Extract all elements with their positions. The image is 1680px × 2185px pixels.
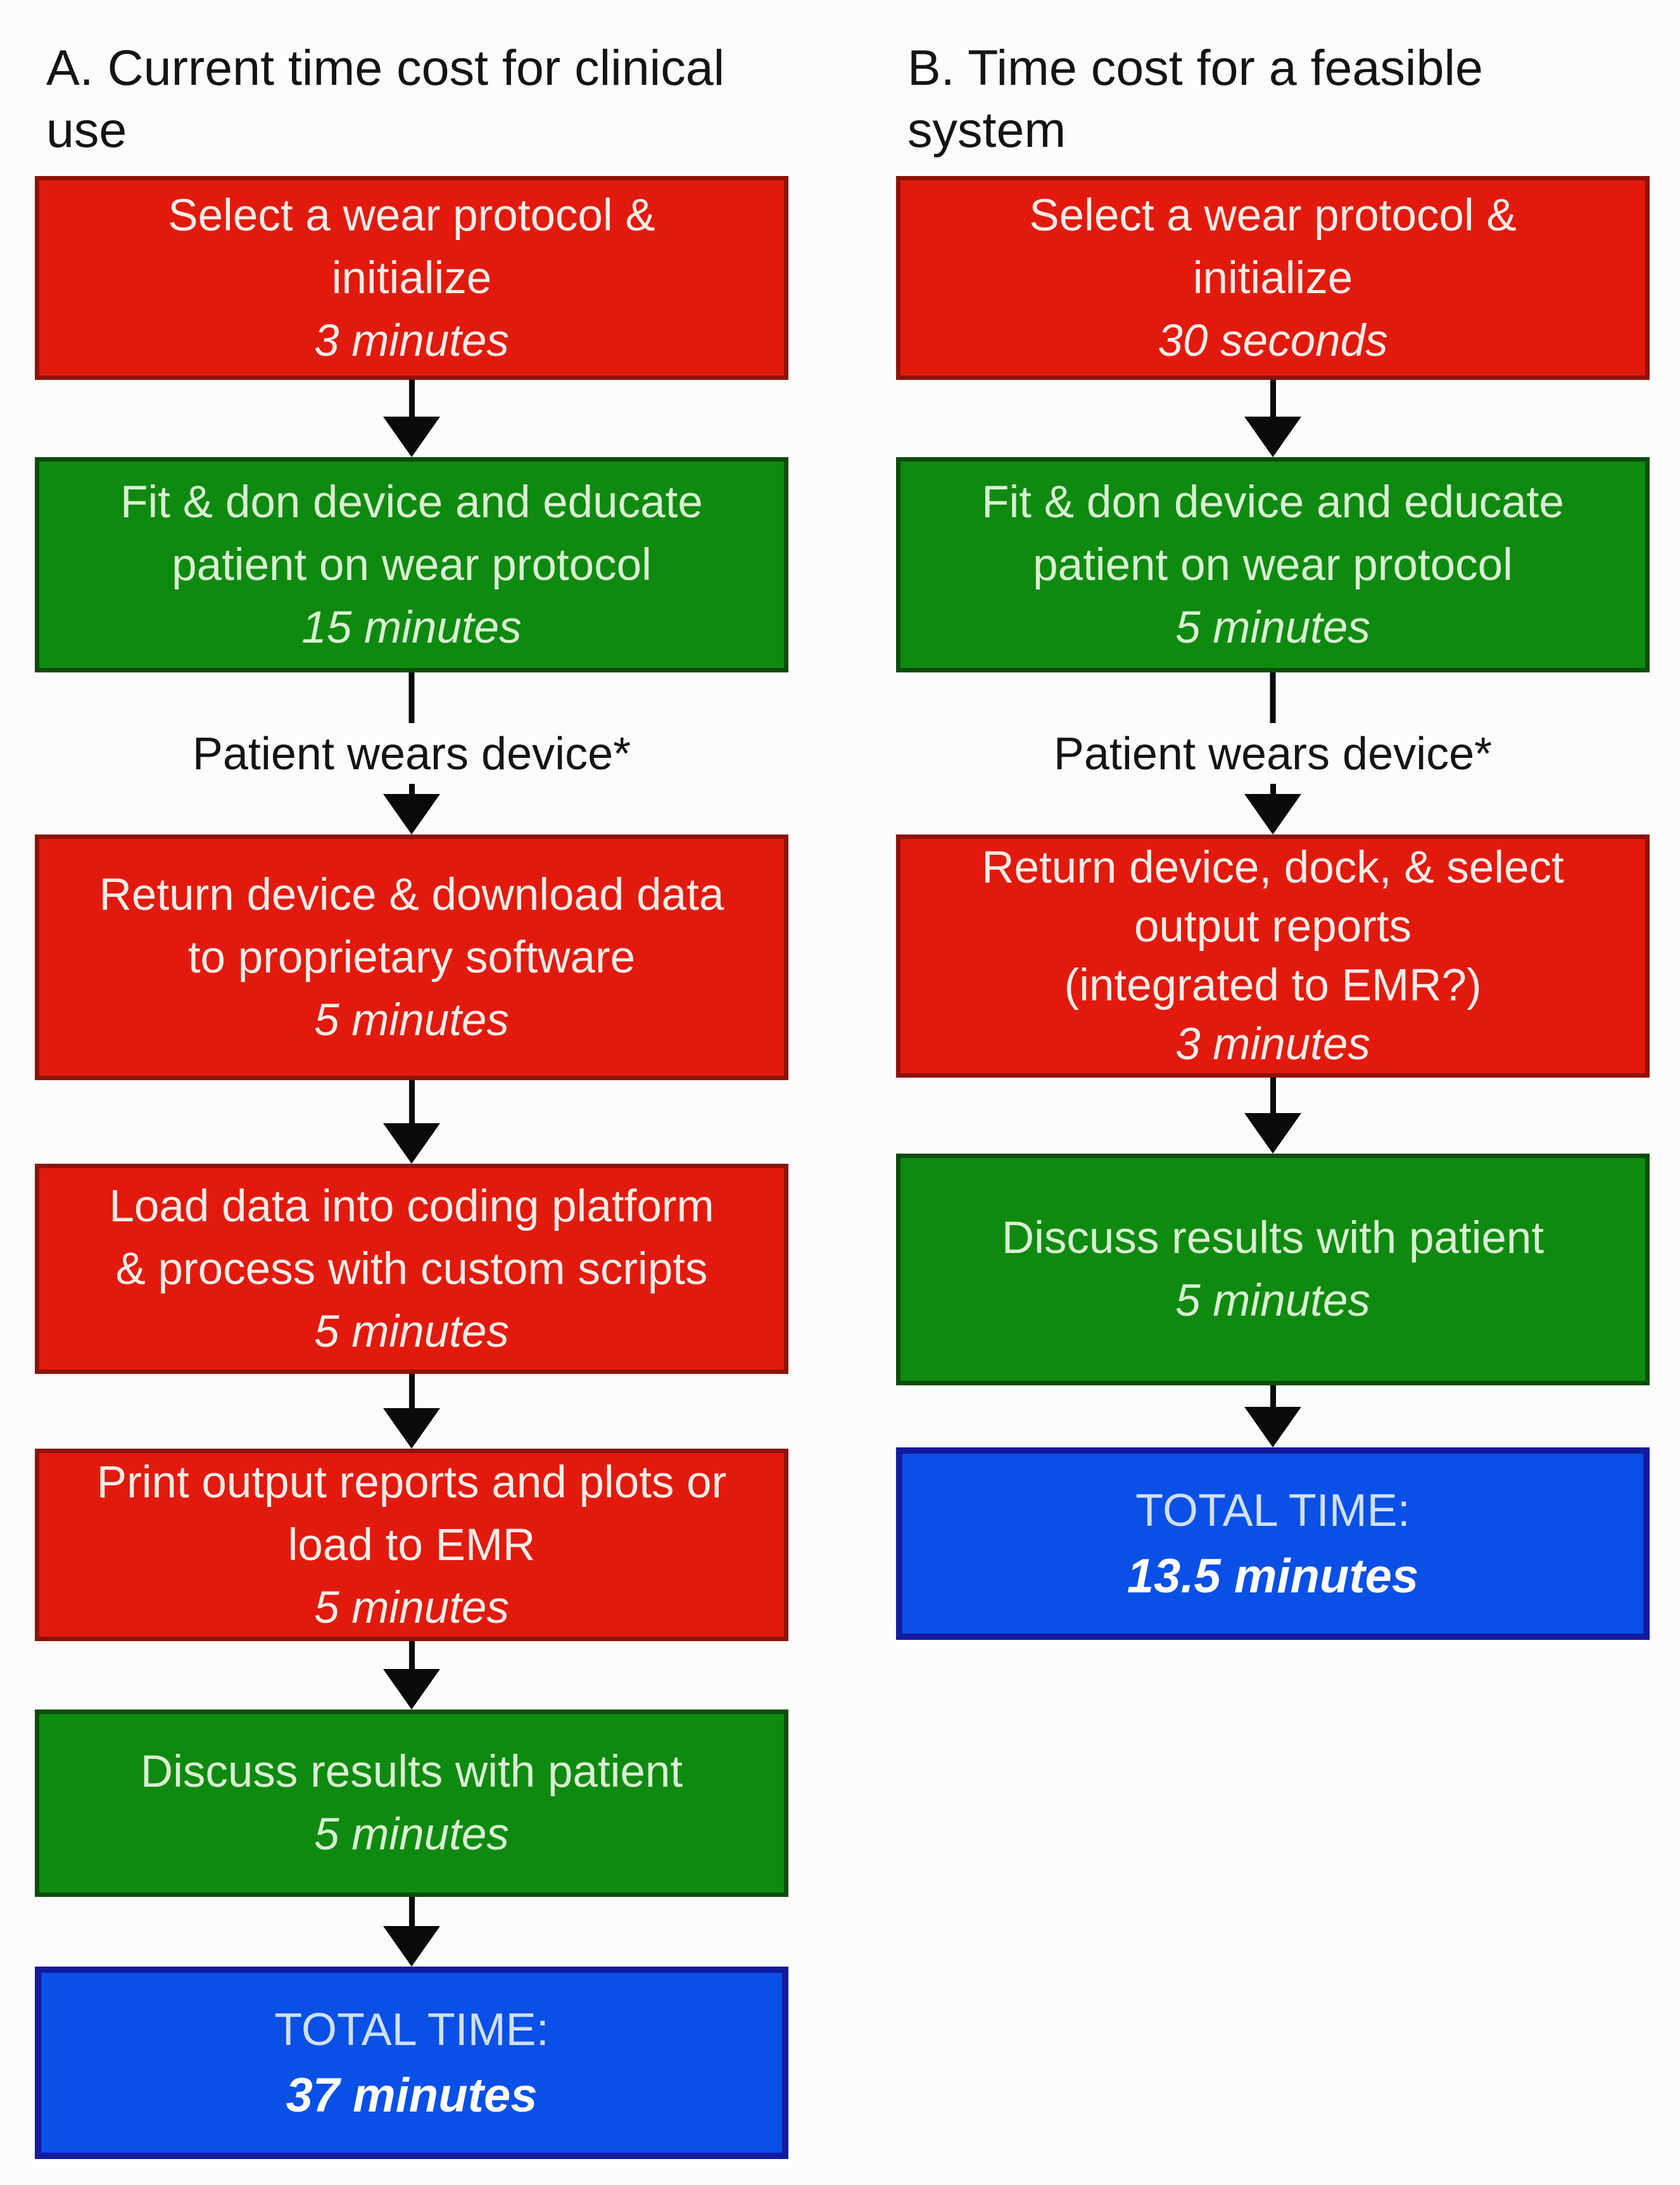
total-time-label: TOTAL TIME: xyxy=(274,2005,549,2055)
step-text: Print output reports and plots or xyxy=(96,1457,727,1508)
step-text: Fit & don device and educate xyxy=(120,477,703,527)
flow-arrow-down xyxy=(1244,784,1301,834)
flow-arrow-down xyxy=(383,1897,440,1967)
total-time-value: 13.5 minutes xyxy=(1127,1549,1419,1603)
step-text: Discuss results with patient xyxy=(1001,1213,1544,1263)
box-b-discuss-results: Discuss results with patient 5 minutes xyxy=(896,1154,1650,1385)
step-text: (integrated to EMR?) xyxy=(1064,960,1482,1011)
step-text: to proprietary software xyxy=(187,932,636,983)
step-time: 3 minutes xyxy=(314,315,509,366)
box-b-select-protocol: Select a wear protocol & initialize 30 s… xyxy=(896,176,1650,380)
flow-arrow-down xyxy=(1244,380,1301,457)
box-b-return-device-dock: Return device, dock, & select output rep… xyxy=(896,834,1650,1078)
column-feasible-workflow: B. Time cost for a feasible system Selec… xyxy=(896,0,1650,2185)
step-text: patient on wear protocol xyxy=(1033,539,1513,590)
panel-a-title: A. Current time cost for clinical use xyxy=(46,37,781,161)
flow-arrow-down xyxy=(1244,1078,1301,1154)
step-text: patient on wear protocol xyxy=(172,539,652,590)
total-time-label: TOTAL TIME: xyxy=(1135,1485,1410,1536)
step-text: Fit & don device and educate xyxy=(982,477,1564,527)
flow-arrow-down xyxy=(383,1374,440,1449)
wear-device-label: Patient wears device* xyxy=(192,729,631,779)
step-text: load to EMR xyxy=(287,1520,536,1570)
flow-arrow-down xyxy=(383,1080,440,1164)
panel-a-title-line1: A. Current time cost for clinical xyxy=(46,39,725,96)
panel-b-title: B. Time cost for a feasible system xyxy=(907,37,1642,161)
box-a-discuss-results: Discuss results with patient 5 minutes xyxy=(35,1710,788,1897)
flow-arrow-down xyxy=(383,380,440,457)
step-time: 5 minutes xyxy=(1175,602,1370,653)
box-a-load-data-coding: Load data into coding platform & process… xyxy=(35,1164,788,1374)
step-text: Discuss results with patient xyxy=(140,1747,683,1797)
step-text: Select a wear protocol & xyxy=(1029,190,1517,241)
box-a-return-device-download: Return device & download data to proprie… xyxy=(35,834,788,1080)
step-text: Return device, dock, & select xyxy=(982,843,1564,893)
panel-b-title-line2: system xyxy=(907,101,1066,158)
box-b-fit-don-device: Fit & don device and educate patient on … xyxy=(896,457,1650,672)
total-time-value: 37 minutes xyxy=(286,2069,538,2122)
flow-line xyxy=(408,672,415,723)
flow-arrow-down xyxy=(383,1641,440,1710)
step-time: 5 minutes xyxy=(1175,1276,1370,1326)
box-a-print-reports: Print output reports and plots or load t… xyxy=(35,1449,788,1641)
step-text: Select a wear protocol & xyxy=(168,190,655,241)
flow-arrow-down xyxy=(383,784,440,834)
step-time: 5 minutes xyxy=(314,1582,509,1633)
step-text: output reports xyxy=(1134,902,1412,952)
box-a-fit-don-device: Fit & don device and educate patient on … xyxy=(35,457,788,672)
step-time: 3 minutes xyxy=(1175,1019,1370,1069)
wear-device-label: Patient wears device* xyxy=(1053,729,1493,779)
step-text: Load data into coding platform xyxy=(109,1181,714,1231)
step-time: 5 minutes xyxy=(314,1306,509,1357)
step-time: 5 minutes xyxy=(314,995,509,1045)
box-b-total-time: TOTAL TIME: 13.5 minutes xyxy=(896,1447,1650,1640)
flow-arrow-down xyxy=(1244,1385,1301,1447)
column-current-workflow: A. Current time cost for clinical use Se… xyxy=(35,0,788,2185)
box-a-total-time: TOTAL TIME: 37 minutes xyxy=(35,1967,788,2159)
step-time: 15 minutes xyxy=(301,602,522,653)
step-time: 30 seconds xyxy=(1158,315,1388,366)
step-time: 5 minutes xyxy=(314,1810,509,1860)
step-text: Return device & download data xyxy=(99,869,724,920)
step-text: initialize xyxy=(1192,253,1353,303)
box-a-select-protocol: Select a wear protocol & initialize 3 mi… xyxy=(35,176,788,380)
step-text: initialize xyxy=(331,253,492,303)
flow-line xyxy=(1270,672,1276,723)
step-text: & process with custom scripts xyxy=(115,1244,708,1294)
panel-b-title-line1: B. Time cost for a feasible xyxy=(907,39,1483,96)
panel-a-title-line2: use xyxy=(46,101,127,158)
